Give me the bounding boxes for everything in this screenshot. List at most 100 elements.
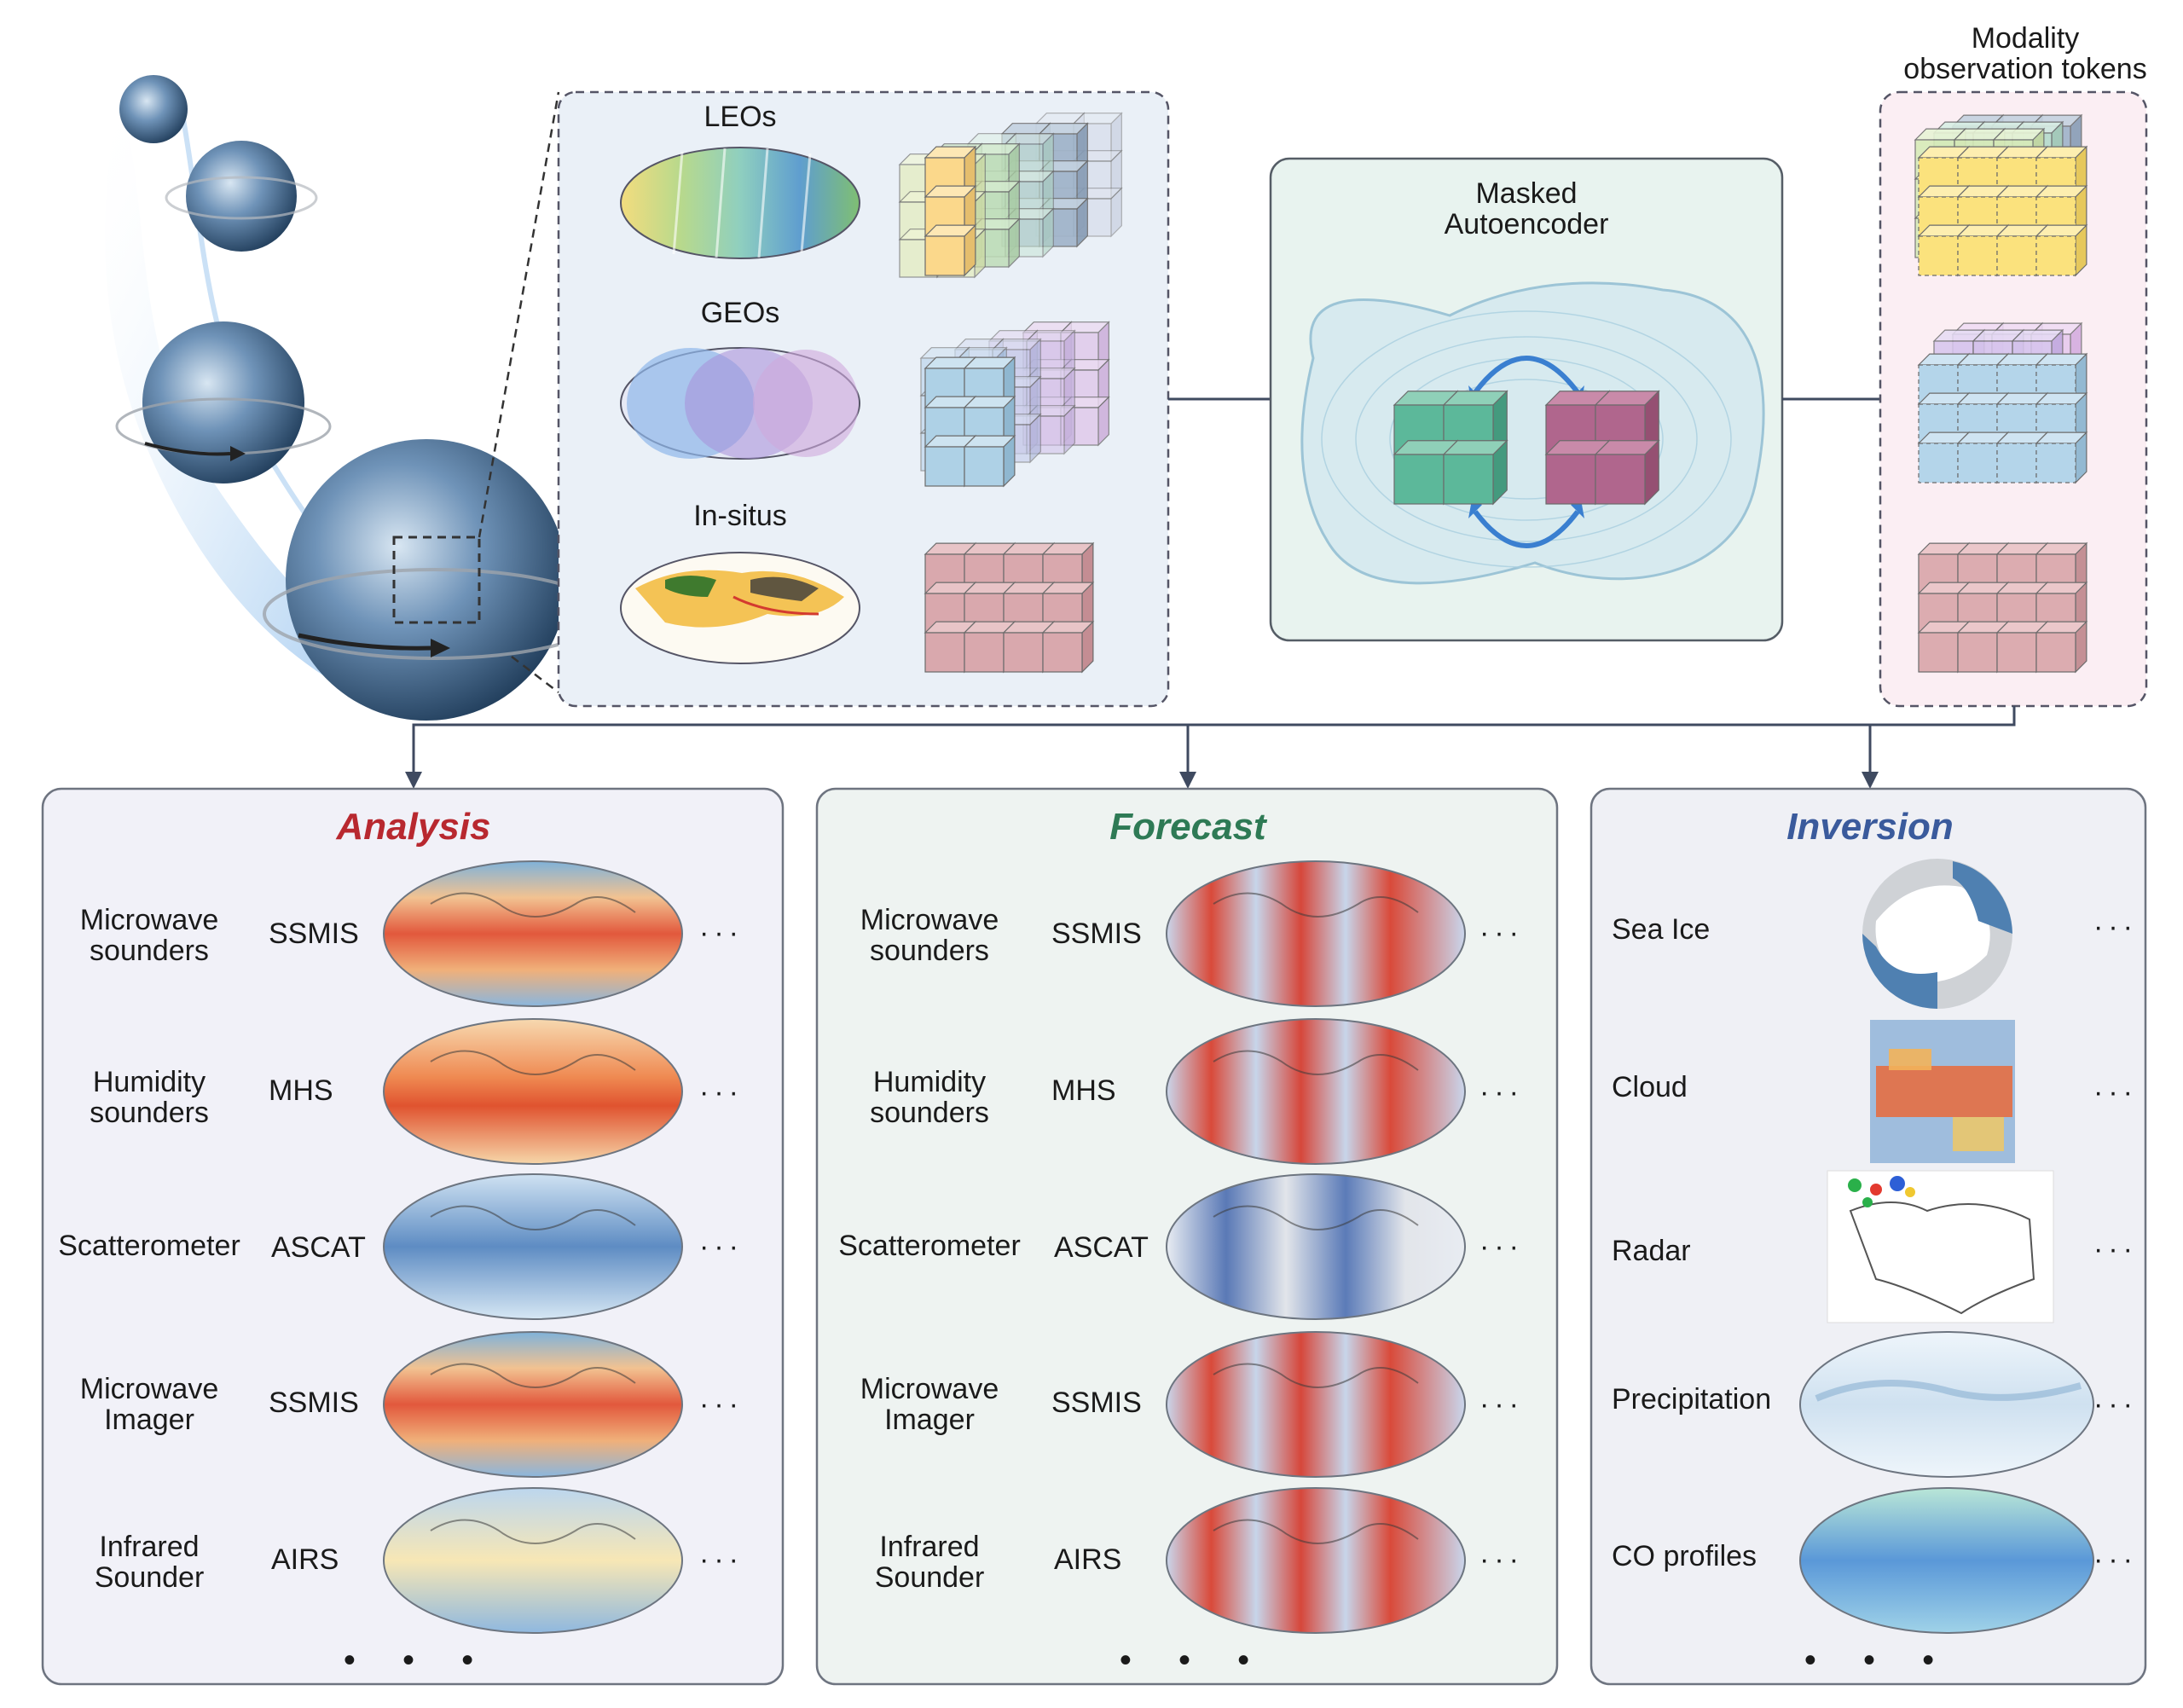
forecast-ellipsis-4: ··· [1479,1543,1524,1576]
analysis-ellipsis-0: ··· [699,917,744,949]
tokens-title-line2: observation tokens [1903,52,2147,85]
forecast-instrument-1: MHS [1051,1074,1116,1107]
forecast-ellipsis-3: ··· [1479,1388,1524,1421]
analysis-title: Analysis [336,806,491,848]
analysis-type-3: Microwave Imager [79,1373,219,1436]
insitu-label: In-situs [693,500,787,532]
forecast-instrument-3: SSMIS [1051,1387,1142,1419]
analysis-instrument-1: MHS [269,1074,333,1107]
tokens-title: Modality observation tokens [1903,22,2147,85]
forecast-map-coastline [1213,1050,1419,1075]
leo-token-cube [924,223,977,277]
inversion-label-3: Precipitation [1612,1383,1772,1416]
analysis-type-1-l2: sounders [90,1096,209,1129]
forecast-type-4-l1: Infrared [879,1531,980,1563]
encoder-cube [1442,439,1508,506]
forecast-instrument-4: AIRS [1054,1543,1122,1576]
analysis-instrument-2: ASCAT [271,1231,366,1264]
inversion-ellipsis-4: ··· [2093,1543,2138,1576]
forecast-map [1166,1173,1466,1320]
encoder-title: Masked Autoencoder [1444,177,1609,240]
token-cube [2035,620,2088,674]
geo-label: GEOs [700,297,780,329]
forecast-type-2-l1: Scatterometer [838,1230,1021,1262]
forecast-instrument-2: ASCAT [1054,1231,1149,1264]
analysis-type-4: Infrared Sounder [94,1531,205,1594]
token-cube [2035,431,2088,484]
forecast-map-coastline [1213,1519,1419,1544]
inversion-ellipsis-3: ··· [2093,1388,2138,1421]
forecast-ellipsis-1: ··· [1479,1076,1524,1109]
analysis-ellipsis-3: ··· [699,1388,744,1421]
inversion-label-0: Sea Ice [1612,913,1711,946]
analysis-ellipsis-2: ··· [699,1230,744,1263]
analysis-type-2: Scatterometer [58,1230,240,1262]
forecast-title: Forecast [1109,806,1266,848]
forecast-more: • • • [1119,1641,1269,1679]
forecast-type-1-l1: Humidity [872,1066,987,1098]
token-cube [2035,352,2088,406]
analysis-type-1-l1: Humidity [92,1066,206,1098]
analysis-type-2-l1: Scatterometer [58,1230,240,1262]
insitu-token-cube [1041,620,1095,674]
analysis-instrument-3: SSMIS [269,1387,359,1419]
forecast-type-4: Infrared Sounder [874,1531,985,1594]
analysis-map-coastline [430,1519,636,1544]
encoder-title-line2: Autoencoder [1444,207,1609,240]
forecast-instrument-0: SSMIS [1051,918,1142,950]
encoder-cube [1544,439,1611,506]
leo-label: LEOs [704,101,777,133]
analysis-type-0-l2: sounders [90,934,209,967]
analysis-type-4-l1: Infrared [99,1531,200,1563]
forecast-map-coastline [1213,892,1419,918]
analysis-map-coastline [430,892,636,918]
analysis-type-3-l1: Microwave [79,1373,219,1405]
forecast-type-3: Microwave Imager [860,1373,999,1436]
analysis-map-coastline [430,1205,636,1230]
forecast-map [1166,860,1466,1007]
inversion-label-4: CO profiles [1612,1540,1757,1572]
analysis-instrument-4: AIRS [271,1543,339,1576]
inversion-title: Inversion [1786,806,1954,848]
inversion-more: • • • [1804,1641,1954,1679]
encoder-cube [1594,439,1660,506]
analysis-map-coastline [430,1363,636,1388]
inversion-ellipsis-0: ··· [2093,911,2138,943]
forecast-map [1166,1331,1466,1478]
forecast-map [1166,1487,1466,1634]
analysis-type-3-l2: Imager [104,1403,194,1436]
forecast-type-3-l2: Imager [884,1403,975,1436]
analysis-ellipsis-4: ··· [699,1543,744,1576]
forecast-ellipsis-2: ··· [1479,1230,1524,1263]
analysis-map [383,1487,683,1634]
forecast-map-coastline [1213,1363,1419,1388]
forecast-type-0-l2: sounders [870,934,989,967]
token-cube [1956,431,2010,484]
forecast-type-0-l1: Microwave [860,904,999,936]
analysis-more: • • • [343,1641,493,1679]
tokens-title-line1: Modality [1971,22,2080,55]
forecast-type-3-l1: Microwave [860,1373,999,1405]
forecast-ellipsis-0: ··· [1479,917,1524,949]
geo-token-cube [963,356,1016,409]
forecast-type-2: Scatterometer [838,1230,1021,1262]
analysis-type-0-l1: Microwave [79,904,219,936]
analysis-map [383,860,683,1007]
forecast-type-4-l2: Sounder [874,1560,985,1594]
inversion-ellipsis-1: ··· [2093,1076,2138,1109]
analysis-type-0: Microwave sounders [79,904,219,967]
analysis-map [383,1018,683,1165]
forecast-type-1-l2: sounders [870,1096,989,1129]
analysis-instrument-0: SSMIS [269,918,359,950]
inversion-label-1: Cloud [1612,1071,1688,1103]
forecast-type-1: Humidity sounders [870,1066,989,1129]
analysis-type-4-l2: Sounder [94,1560,205,1594]
encoder-title-line1: Masked [1475,177,1578,210]
forecast-map [1166,1018,1466,1165]
analysis-type-1: Humidity sounders [90,1066,209,1129]
analysis-ellipsis-1: ··· [699,1076,744,1109]
analysis-map [383,1331,683,1478]
analysis-map-coastline [430,1050,636,1075]
